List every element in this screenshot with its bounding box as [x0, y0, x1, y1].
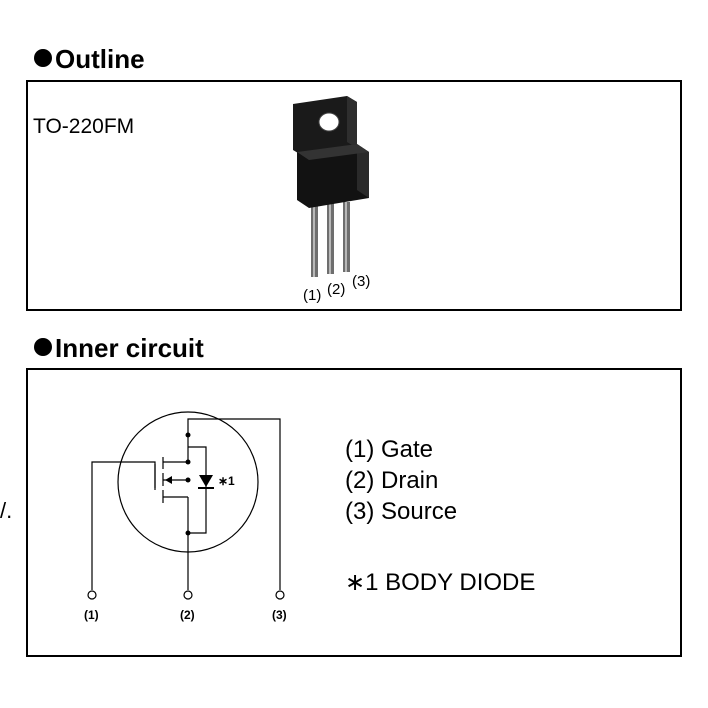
package-leads: [311, 202, 350, 277]
legend-gate: (1) Gate: [345, 436, 434, 463]
pin-1-terminal: [87, 590, 97, 600]
junction-dots: [165, 432, 214, 536]
schematic-pin-label-1: (1): [84, 608, 99, 622]
package-pin-label-1: (1): [303, 287, 321, 304]
inner-circuit-heading: Inner circuit: [34, 333, 204, 363]
pin-2-terminal: [183, 590, 193, 600]
mosfet-schematic: ∗1 (1) (2) (3): [84, 411, 287, 622]
schematic-pin-label-3: (3): [272, 608, 287, 622]
schematic-lines: [87, 411, 285, 600]
inner-circuit-heading-text: Inner circuit: [55, 333, 204, 363]
bullet-icon: [34, 338, 52, 356]
to220fm-package-image: (1) (2) (3): [293, 96, 370, 304]
outline-box: [26, 80, 682, 311]
package-body: [293, 96, 369, 208]
legend-body-diode: ∗1 BODY DIODE: [345, 569, 536, 596]
package-pin-label-3: (3): [352, 273, 370, 290]
inner-circuit-box: [26, 368, 682, 657]
body-diode-symbol: [199, 475, 213, 487]
bullet-icon: [34, 49, 52, 67]
package-name: TO-220FM: [33, 115, 135, 138]
stray-text: /.: [0, 498, 13, 523]
package-pin-label-2: (2): [327, 281, 345, 298]
schematic-pin-label-2: (2): [180, 608, 195, 622]
outline-heading-text: Outline: [55, 44, 145, 74]
diode-note-label: ∗1: [218, 474, 235, 488]
outline-heading: Outline: [34, 44, 145, 74]
source-wire: [187, 418, 281, 590]
legend-drain: (2) Drain: [345, 467, 439, 494]
pin-3-terminal: [275, 590, 285, 600]
legend-source: (3) Source: [345, 498, 458, 525]
gate-wire: [91, 461, 156, 590]
